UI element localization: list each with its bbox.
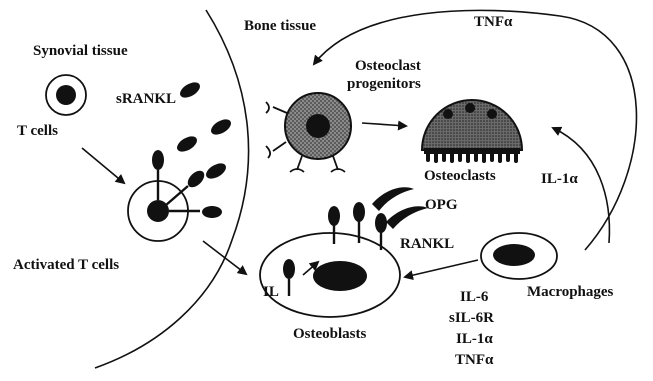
rankl-label: RANKL xyxy=(400,236,454,252)
synovial-tissue-label: Synovial tissue xyxy=(33,43,128,59)
osteoclast xyxy=(422,100,522,163)
srankl-molecules xyxy=(174,79,233,181)
t-cell-activation-arrow xyxy=(82,148,124,183)
activated-t-cell-to-osteoblast-arrow xyxy=(203,241,246,274)
osteoclasts-label: Osteoclasts xyxy=(424,168,496,184)
progenitor-to-osteoclast-arrow xyxy=(362,123,406,126)
osteoclast-progenitor xyxy=(266,93,351,172)
opg-label: OPG xyxy=(425,197,458,213)
osteoblast xyxy=(260,202,400,317)
t-cell xyxy=(46,75,86,115)
il6-label: IL-6 xyxy=(460,289,489,305)
t-cells-label: T cells xyxy=(17,123,58,139)
il-left-label: IL xyxy=(263,284,279,300)
sil6r-label: sIL-6R xyxy=(449,310,494,326)
osteoblasts-label: Osteoblasts xyxy=(293,326,367,342)
activated-t-cell xyxy=(128,150,222,241)
macrophage xyxy=(481,233,557,279)
srankl-label: sRANKL xyxy=(116,91,176,107)
activated-t-cells-label: Activated T cells xyxy=(13,257,119,273)
macrophage-to-osteoblast-arrow xyxy=(405,260,478,277)
tnfa-top-label: TNFα xyxy=(474,14,513,30)
il1a-right-label: IL-1α xyxy=(541,171,578,187)
osteoclast-progenitors-label-line1: Osteoclast xyxy=(355,58,421,74)
bone-tissue-label: Bone tissue xyxy=(244,18,316,34)
tnfa-bottom-label: TNFα xyxy=(455,352,494,368)
il1a-bottom-label: IL-1α xyxy=(456,331,493,347)
osteoclast-progenitors-label-line2: progenitors xyxy=(347,76,421,92)
macrophages-label: Macrophages xyxy=(527,284,614,300)
